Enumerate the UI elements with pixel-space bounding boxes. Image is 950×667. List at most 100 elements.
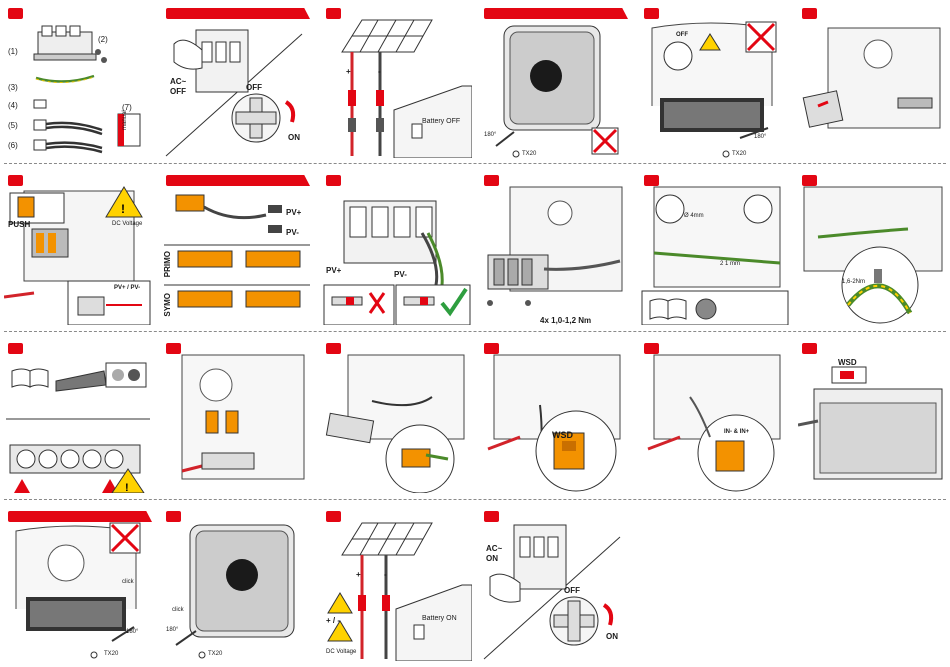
pv-cables-illustration bbox=[322, 173, 472, 325]
step-9-pv-cables: PV+ PV- bbox=[322, 173, 472, 325]
step-2-ac-off: AC~ OFF OFF ON bbox=[162, 6, 312, 158]
cable-prep-illustration bbox=[640, 173, 790, 325]
battery-on-label: Battery ON bbox=[422, 615, 457, 622]
length-label: 2 1 mm bbox=[720, 261, 740, 267]
torque-illustration bbox=[480, 173, 630, 325]
torque-label: 4x 1,0-1,2 Nm bbox=[540, 317, 591, 325]
connect-plugs-illustration bbox=[162, 341, 312, 493]
pv-label: PV+ / PV- bbox=[114, 285, 140, 291]
pv-disconnect-illustration bbox=[322, 6, 472, 158]
step-6-connection-area bbox=[798, 6, 948, 158]
wsd-illustration bbox=[480, 341, 630, 493]
step-20-cover-on: click 180° TX20 bbox=[162, 509, 312, 661]
step-11-cable-prep: Ø 4mm 2 1 mm bbox=[640, 173, 790, 325]
no-battery-icon bbox=[110, 523, 140, 553]
pv-plus-label: PV+ bbox=[286, 209, 301, 217]
row-separator bbox=[4, 499, 946, 500]
plus-label: + bbox=[346, 68, 351, 76]
close-inner-illustration bbox=[4, 509, 154, 661]
ac-label: AC~ bbox=[486, 545, 502, 553]
svg-text:!: ! bbox=[125, 482, 129, 493]
pv-minus-label: PV- bbox=[394, 271, 407, 279]
label-2: (2) bbox=[98, 36, 108, 44]
battery-off-label: Battery OFF bbox=[422, 118, 460, 125]
step-3-pv-disconnect: + - Battery OFF bbox=[322, 6, 472, 158]
switch-off-label: OFF bbox=[246, 84, 262, 92]
row-separator bbox=[4, 163, 946, 164]
angle-label: 180° bbox=[166, 627, 178, 633]
in-label: IN- & IN+ bbox=[724, 429, 749, 435]
manual-book-icon bbox=[650, 299, 686, 319]
svg-text:!: ! bbox=[121, 202, 125, 216]
off-label: OFF bbox=[676, 32, 688, 38]
no-battery-icon bbox=[592, 128, 618, 154]
step-22-ac-on: AC~ ON OFF ON bbox=[480, 509, 630, 661]
inverter-cover-illustration bbox=[480, 6, 630, 158]
push-label: PUSH bbox=[8, 221, 30, 229]
label-1: (1) bbox=[8, 48, 18, 56]
manual-book-icon bbox=[12, 369, 48, 387]
push-release-illustration: ! bbox=[4, 173, 154, 325]
step-7-push-release: ! PUSH DC Voltage PV+ / PV- bbox=[4, 173, 154, 325]
diameter-label: Ø 4mm bbox=[684, 213, 704, 219]
ac-label: AC~ bbox=[170, 78, 186, 86]
switch-on-label: ON bbox=[606, 633, 618, 641]
pv-connect-illustration bbox=[322, 509, 472, 661]
step-4-remove-cover: 180° TX20 bbox=[480, 6, 630, 158]
step-5-dc-off: OFF 180° TX20 bbox=[640, 6, 790, 158]
click-label: click bbox=[172, 607, 184, 613]
dc-switch-illustration bbox=[640, 6, 790, 158]
step-12-ground: 1,6-2Nm bbox=[798, 173, 948, 325]
on-label: ON bbox=[486, 555, 498, 563]
symo-label: SYMO bbox=[164, 293, 172, 317]
switch-off-label: OFF bbox=[564, 587, 580, 595]
tool-label: TX20 bbox=[522, 151, 536, 157]
label-4: (4) bbox=[8, 102, 18, 110]
row-separator bbox=[4, 331, 946, 332]
angle-label: 180° bbox=[126, 629, 138, 635]
wsd-switch-illustration bbox=[798, 341, 948, 493]
connection-area-illustration bbox=[798, 6, 948, 158]
step-18-wsd-switch: WSD bbox=[798, 341, 948, 493]
cover-on-illustration bbox=[162, 509, 312, 661]
plus-minus-label: + / - bbox=[326, 617, 340, 625]
tool-label: TX20 bbox=[732, 151, 746, 157]
step-10-torque: 4x 1,0-1,2 Nm bbox=[480, 173, 630, 325]
manual-label: manual bbox=[122, 110, 128, 130]
tool-label: TX20 bbox=[104, 651, 118, 657]
data-cable-illustration bbox=[322, 341, 472, 493]
minus-label: - bbox=[378, 68, 381, 76]
angle-label: 180° bbox=[484, 132, 496, 138]
plus-label: + bbox=[356, 571, 361, 579]
primo-label: PRIMO bbox=[164, 251, 172, 277]
step-14-connect-plugs bbox=[162, 341, 312, 493]
pv-plus-label: PV+ bbox=[326, 267, 341, 275]
step-19-close-inner: click 180° TX20 bbox=[4, 509, 154, 661]
ground-illustration bbox=[798, 173, 948, 325]
strain-relief-illustration: ! bbox=[4, 341, 154, 493]
switch-on-label: ON bbox=[288, 134, 300, 142]
no-battery-icon bbox=[746, 22, 776, 52]
torque-label: 1,6-2Nm bbox=[842, 279, 865, 285]
angle-label: 180° bbox=[754, 134, 766, 140]
step-8-terminals: PV+ PV- PRIMO SYMO bbox=[162, 173, 312, 325]
step-21-pv-connect: + - + / - DC Voltage Battery ON bbox=[322, 509, 472, 661]
dc-voltage-label: DC Voltage bbox=[326, 649, 356, 655]
step-16-wsd: WSD bbox=[480, 341, 630, 493]
step-15-data-cable bbox=[322, 341, 472, 493]
step-1-components: (1) (2) (3) (4) (5) (6) (7) manual bbox=[4, 6, 154, 158]
label-6: (6) bbox=[8, 142, 18, 150]
step-17-in-terminals: IN- & IN+ bbox=[640, 341, 790, 493]
click-label: click bbox=[122, 579, 134, 585]
terminals-illustration bbox=[162, 173, 312, 325]
wsd-label: WSD bbox=[552, 431, 573, 440]
step-13-strain-relief: ! bbox=[4, 341, 154, 493]
components-illustration bbox=[4, 6, 154, 158]
dc-voltage-label: DC Voltage bbox=[112, 221, 142, 227]
label-3: (3) bbox=[8, 84, 18, 92]
tool-label: TX20 bbox=[208, 651, 222, 657]
wsd-label: WSD bbox=[838, 359, 857, 367]
label-5: (5) bbox=[8, 122, 18, 130]
off-label: OFF bbox=[170, 88, 186, 96]
pv-minus-label: PV- bbox=[286, 229, 299, 237]
